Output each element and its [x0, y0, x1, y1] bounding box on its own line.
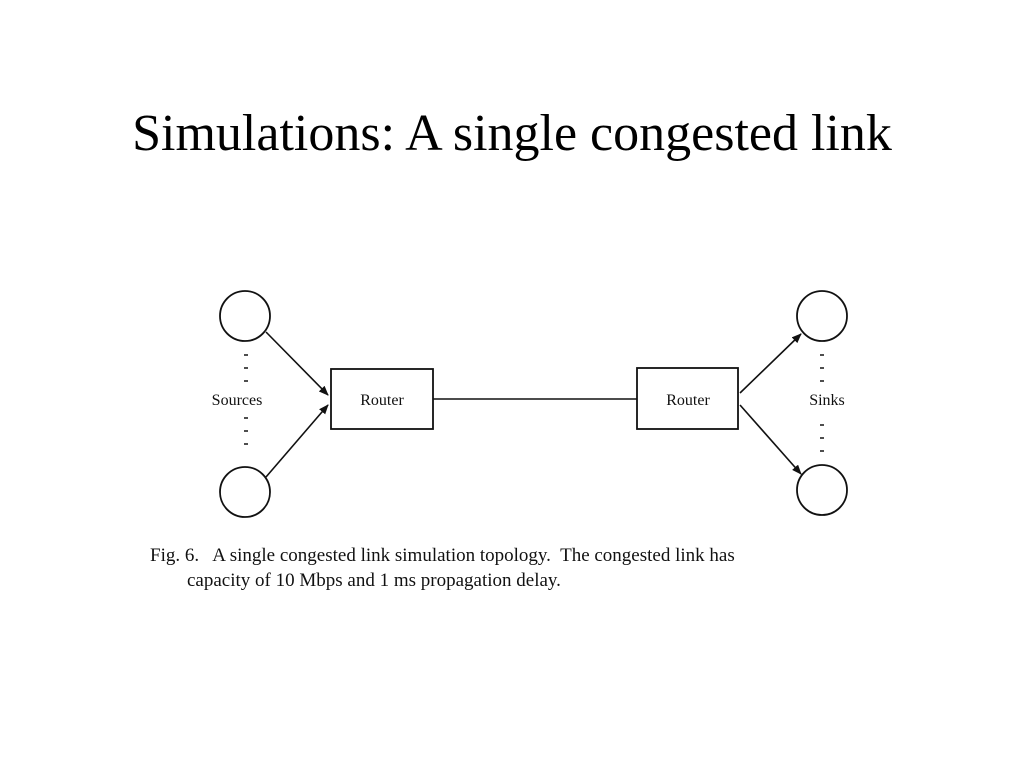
right-router-label: Router [666, 392, 710, 409]
edge-source-bottom-to-router [265, 404, 329, 478]
slide-title: Simulations: A single congested link [132, 105, 892, 162]
source-node-bottom [219, 466, 271, 518]
caption-line-2: capacity of 10 Mbps and 1 ms propagation… [187, 570, 561, 591]
edge-source-top-to-router [265, 331, 329, 396]
edge-router-to-sink-bottom [739, 404, 802, 475]
sinks-ellipsis [820, 354, 824, 452]
sinks-label: Sinks [809, 392, 845, 409]
sink-node-top [796, 290, 848, 342]
caption-line-1: Fig. 6. A single congested link simulati… [150, 545, 735, 566]
figure-caption: Fig. 6. A single congested link simulati… [150, 543, 930, 593]
sources-label: Sources [212, 392, 263, 409]
right-router-box [636, 367, 739, 430]
edge-router-to-sink-top [739, 333, 802, 394]
sink-node-bottom [796, 464, 848, 516]
sources-ellipsis [244, 354, 248, 445]
source-node-top [219, 290, 271, 342]
left-router-label: Router [360, 392, 404, 409]
